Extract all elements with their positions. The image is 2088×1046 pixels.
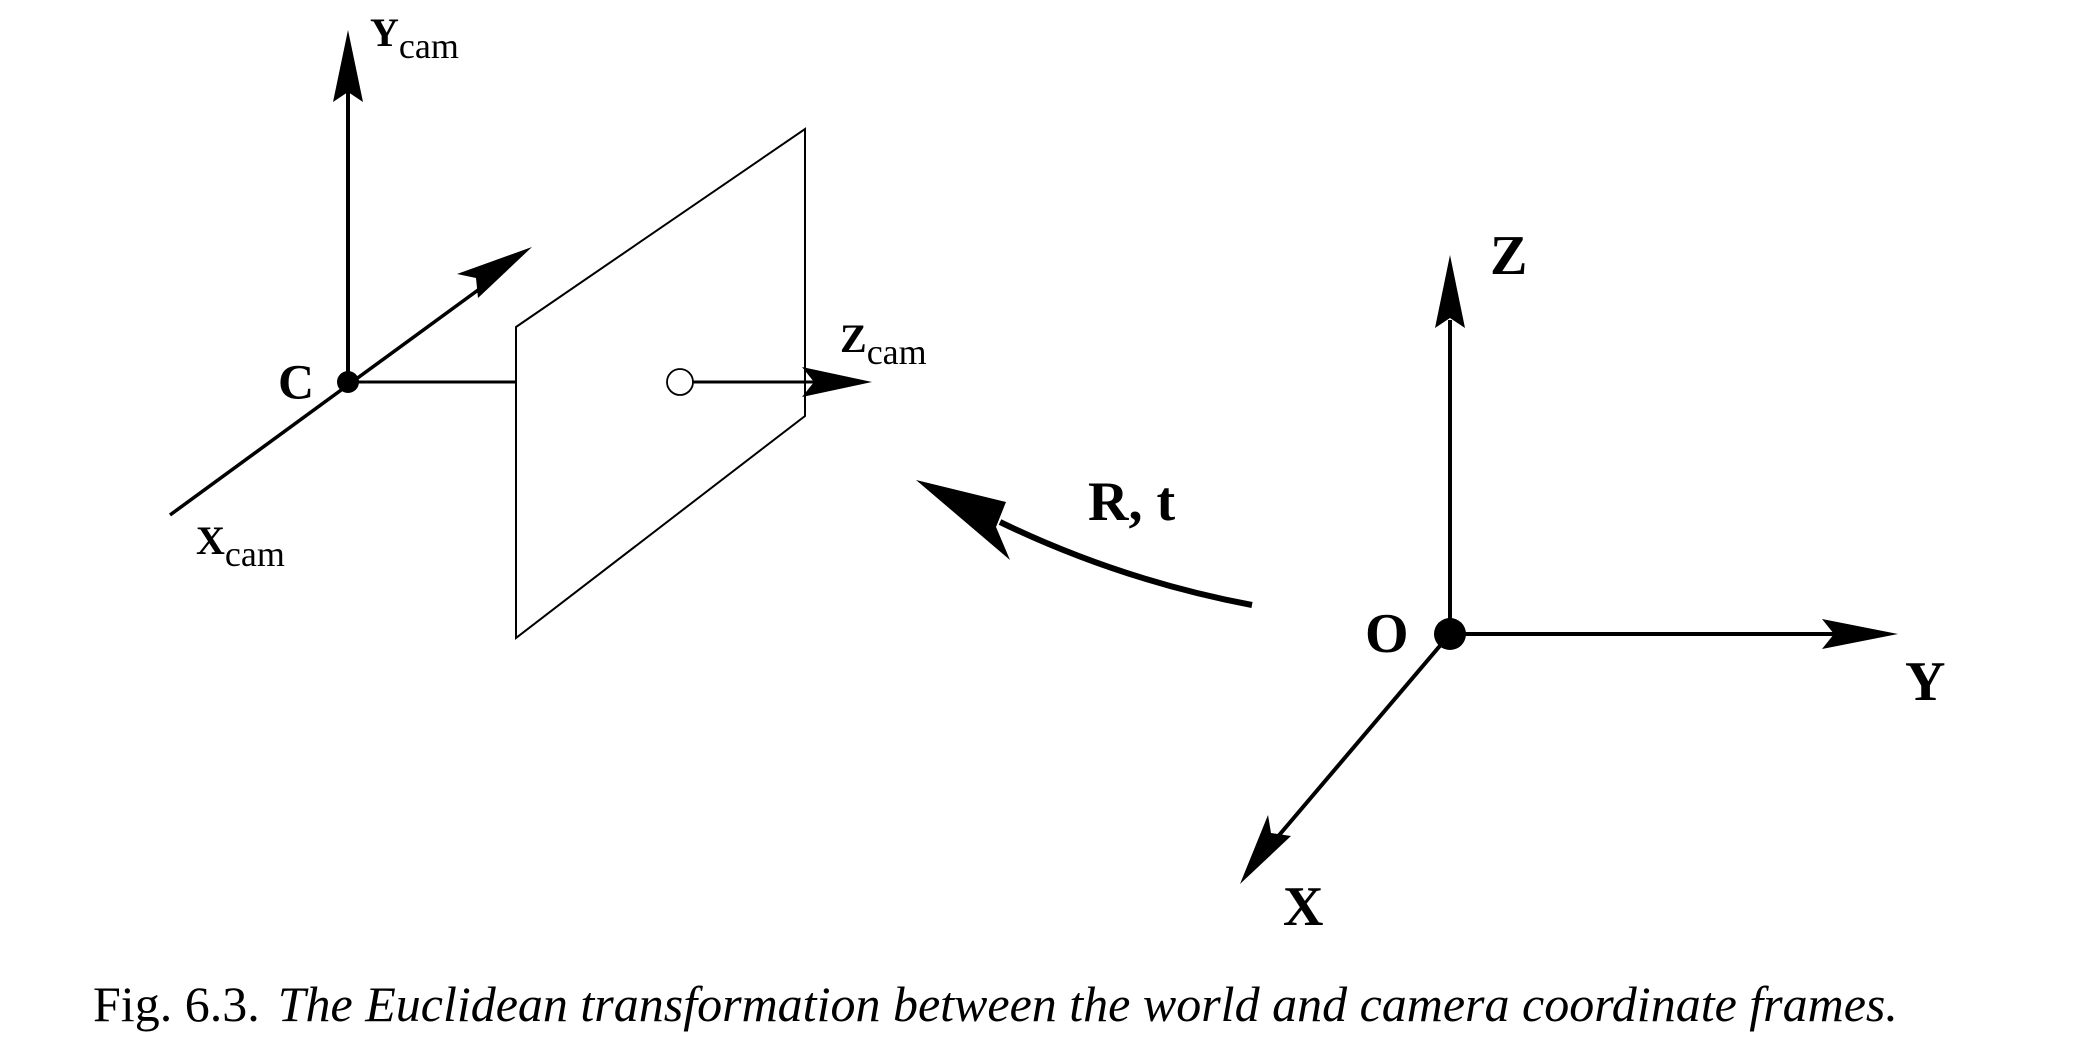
world-frame: O Z Y X: [1240, 225, 1945, 938]
camera-center: [337, 371, 359, 393]
world-x-arrowhead: [1240, 815, 1291, 884]
transformation-arrow: [998, 519, 1253, 608]
camera-z-axis-label-sub: cam: [867, 332, 927, 372]
camera-x-axis-label-main: X: [196, 518, 225, 563]
principal-point: [666, 368, 694, 396]
caption-prefix: Fig. 6.3.: [93, 976, 260, 1032]
image-plane: [515, 127, 806, 641]
world-origin-label: O: [1365, 603, 1409, 665]
camera-x-axis-label: Xcam: [196, 518, 285, 574]
transformation-arrowhead: [916, 480, 1010, 560]
world-x-axis-label: X: [1283, 876, 1323, 938]
camera-diagonal-arrowhead: [457, 247, 532, 298]
camera-x-axis: [168, 272, 502, 517]
camera-y-arrowhead: [333, 30, 363, 102]
figure-caption: Fig. 6.3. The Euclidean transformation be…: [93, 976, 1898, 1032]
world-origin: [1434, 618, 1466, 650]
camera-frame: C Ycam Xcam Zcam: [168, 10, 927, 641]
caption-text: The Euclidean transformation between the…: [278, 976, 1898, 1032]
camera-y-axis-label-sub: cam: [399, 26, 459, 66]
transformation: R, t: [916, 471, 1253, 608]
transformation-label: R, t: [1088, 471, 1175, 533]
camera-y-axis-label-main: Y: [370, 10, 399, 55]
camera-center-label: C: [278, 353, 314, 409]
camera-z-axis-label-main: Z: [840, 316, 867, 361]
camera-x-axis-label-sub: cam: [225, 534, 285, 574]
world-x-axis: [1273, 632, 1452, 842]
world-z-arrowhead: [1435, 255, 1465, 328]
world-y-axis-label: Y: [1905, 651, 1945, 713]
camera-z-arrowhead: [802, 367, 872, 397]
world-z-axis-label: Z: [1490, 225, 1527, 287]
camera-y-axis-label: Ycam: [370, 10, 459, 66]
camera-z-axis-label: Zcam: [840, 316, 927, 372]
world-y-arrowhead: [1822, 619, 1898, 649]
